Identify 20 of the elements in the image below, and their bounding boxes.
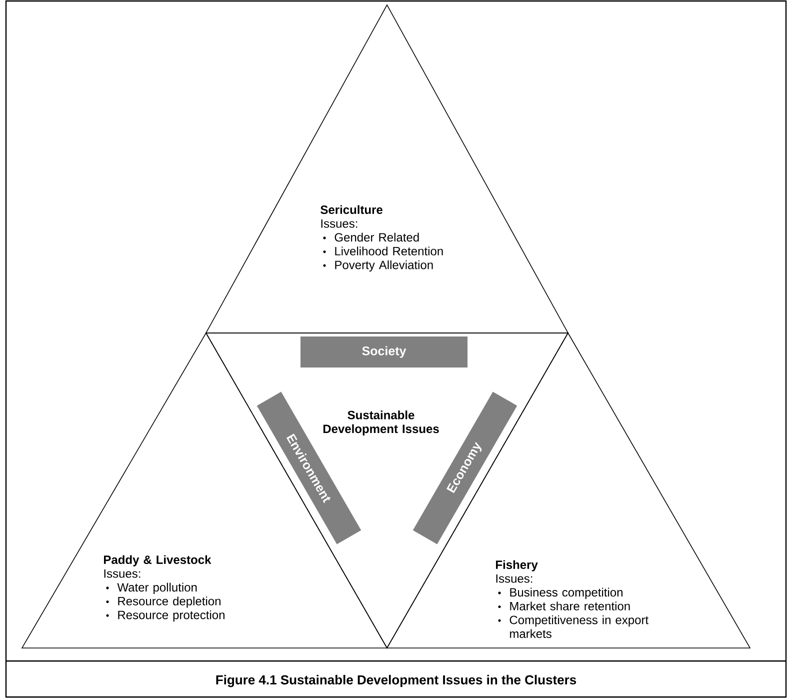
- node-label: Issues:: [321, 219, 358, 228]
- node-label: Fishery: [496, 560, 538, 572]
- node-label: Water pollution: [117, 582, 197, 594]
- node-label: Issues:: [104, 569, 140, 578]
- node-label: Resource depletion: [118, 596, 220, 608]
- node-label: Competitiveness in export markets: [510, 615, 648, 638]
- issue-list: Fishery Issues: Business competition Market share retention Competitiveness in export markets: [496, 560, 648, 638]
- node-label: Issues:: [496, 574, 532, 583]
- node-label: Gender Related: [334, 232, 419, 242]
- node-label: Resource protection: [118, 610, 224, 622]
- issue-list: Paddy & Livestock Issues: Water pollution Resource depletion Resource protection: [104, 555, 224, 622]
- node-label: Paddy & Livestock: [104, 555, 212, 566]
- caption: Figure 4.1 Sustainable Development Issues in the Clusters: [216, 674, 576, 688]
- node-label: Business competition: [510, 588, 622, 599]
- node-label: Sericulture: [320, 205, 382, 214]
- node-label: Livelihood Retention: [335, 246, 443, 256]
- node-label: Poverty Alleviation: [335, 260, 433, 272]
- node-label: Market share retention: [510, 602, 630, 610]
- label-bar: Society: [300, 336, 468, 368]
- issue-list: Sericulture Issues: Gender Related Livelihood Retention Poverty Alleviation: [320, 205, 443, 272]
